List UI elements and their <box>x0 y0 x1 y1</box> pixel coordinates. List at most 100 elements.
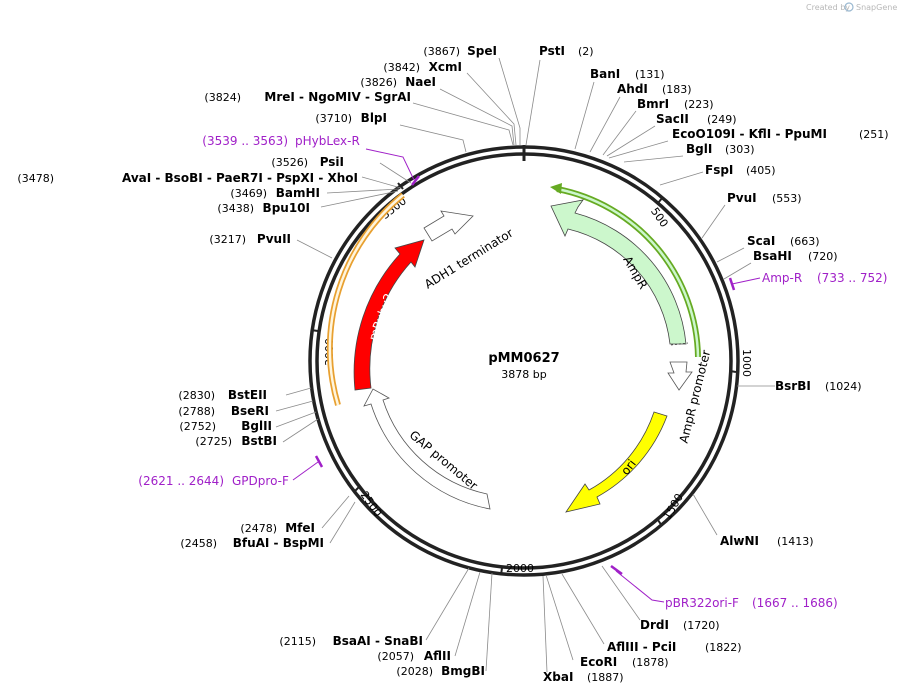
tick-label-2500: 2500 <box>358 489 385 519</box>
enzyme-pos: (303) <box>725 143 755 156</box>
enzyme-pos: (663) <box>790 235 820 248</box>
enzyme-name: SacII <box>656 112 689 126</box>
enzyme-name: FspI <box>705 163 733 177</box>
enzyme-name: AhdI <box>617 82 648 96</box>
enzyme-pos: (405) <box>746 164 776 177</box>
scale-ticks <box>310 182 737 576</box>
primer-range: (733 .. 752) <box>817 271 887 285</box>
enzyme-labels-left: (3867) SpeI (3842) XcmI (3826) NaeI (382… <box>17 44 497 678</box>
enzyme-pos: (3824) <box>204 91 241 104</box>
enzyme-name: NaeI <box>405 75 436 89</box>
enzyme-name: EcoRI <box>580 655 617 669</box>
enzyme-name: BglII <box>241 419 272 433</box>
enzyme-name: PvuII <box>257 232 291 246</box>
enzyme-name: BmgBI <box>441 664 485 678</box>
enzyme-pos: (3526) <box>271 156 308 169</box>
enzyme-name: BglI <box>686 142 712 156</box>
primer-name: GPDpro-F <box>232 474 289 488</box>
ampr-promoter-feature <box>667 361 693 391</box>
enzyme-pos: (183) <box>662 83 692 96</box>
enzyme-pos: (251) <box>859 128 889 141</box>
mruby2-feature <box>353 239 425 391</box>
enzyme-pos: (3867) <box>423 45 460 58</box>
primer-name: pBR322ori-F <box>665 596 739 610</box>
enzyme-pos: (2057) <box>377 650 414 663</box>
enzyme-name: BamHI <box>276 186 320 200</box>
enzyme-pos: (2) <box>578 45 594 58</box>
enzyme-pos: (249) <box>707 113 737 126</box>
enzyme-name: AvaI - BsoBI - PaeR7I - PspXI - XhoI <box>122 171 358 185</box>
adh1-terminator-feature <box>423 210 474 242</box>
enzyme-name: PvuI <box>727 191 757 205</box>
enzyme-pos: (2725) <box>195 435 232 448</box>
enzyme-leaders <box>275 57 775 673</box>
enzyme-name: BstEII <box>228 388 267 402</box>
ampr-site-arrowhead <box>550 183 562 194</box>
primer-labels: (3539 .. 3563) pHybLex-R Amp-R (733 .. 7… <box>138 134 887 610</box>
enzyme-pos: (2458) <box>180 537 217 550</box>
tick-label-500: 500 <box>648 205 671 230</box>
enzyme-pos: (223) <box>684 98 714 111</box>
enzyme-pos: (3438) <box>217 202 254 215</box>
enzyme-pos: (1413) <box>777 535 814 548</box>
enzyme-name: BanI <box>590 67 620 81</box>
enzyme-name: BsaAI - SnaBI <box>333 634 423 648</box>
enzyme-name: AlwNI <box>720 534 759 548</box>
enzyme-pos: (3469) <box>230 187 267 200</box>
enzyme-name: PsiI <box>320 155 344 169</box>
enzyme-name: EcoO109I - KflI - PpuMI <box>672 127 827 141</box>
enzyme-pos: (3217) <box>209 233 246 246</box>
credit-prefix: Created by <box>806 3 850 12</box>
enzyme-name: XbaI <box>543 670 573 684</box>
tick-label-1000: 1000 <box>740 349 753 377</box>
enzyme-pos: (1024) <box>825 380 862 393</box>
tick-label-2000: 2000 <box>506 562 534 575</box>
plasmid-name: pMM0627 <box>488 351 559 366</box>
enzyme-name: MfeI <box>285 521 315 535</box>
enzyme-name: AflII <box>424 649 451 663</box>
enzyme-name: BmrI <box>637 97 669 111</box>
enzyme-name: XcmI <box>429 60 462 74</box>
ampr-dashed-divider <box>670 342 689 346</box>
enzyme-pos: (2788) <box>178 405 215 418</box>
plasmid-length: 3878 bp <box>501 368 546 381</box>
snapgene-logo-icon <box>844 2 854 12</box>
enzyme-pos: (720) <box>808 250 838 263</box>
enzyme-name: BstBI <box>241 434 277 448</box>
credit-brand: SnapGene <box>856 3 897 12</box>
enzyme-pos: (553) <box>772 192 802 205</box>
enzyme-pos: (2830) <box>178 389 215 402</box>
enzyme-pos: (1822) <box>705 641 742 654</box>
enzyme-name: BfuAI - BspMI <box>233 536 324 550</box>
enzyme-name: ScaI <box>747 234 775 248</box>
enzyme-pos: (1878) <box>632 656 669 669</box>
ampr-site-arc-inner <box>556 187 700 358</box>
enzyme-pos: (2115) <box>279 635 316 648</box>
enzyme-name: BsrBI <box>775 379 811 393</box>
ampr-feature <box>550 199 687 345</box>
enzyme-name: Bpu10I <box>263 201 310 215</box>
enzyme-pos: (3842) <box>383 61 420 74</box>
enzyme-pos: (3710) <box>315 112 352 125</box>
enzyme-pos: (1887) <box>587 671 624 684</box>
enzyme-pos: (2478) <box>240 522 277 535</box>
primer-name: Amp-R <box>762 271 802 285</box>
enzyme-pos: (3826) <box>360 76 397 89</box>
ori-feature <box>565 411 668 513</box>
primer-range: (2621 .. 2644) <box>138 474 224 488</box>
primer-name: pHybLex-R <box>295 134 360 148</box>
enzyme-name: AflIII - PciI <box>607 640 676 654</box>
gap-promoter-feature <box>363 388 491 510</box>
primer-markers <box>292 148 761 603</box>
enzyme-name: DrdI <box>640 618 669 632</box>
primer-range: (3539 .. 3563) <box>202 134 288 148</box>
enzyme-name: BseRI <box>231 404 269 418</box>
enzyme-labels-right: PstI (2) BanI (131) AhdI (183) BmrI (223… <box>539 44 889 684</box>
enzyme-name: PstI <box>539 44 565 58</box>
enzyme-name: BlpI <box>361 111 387 125</box>
gap-site-arc-inner <box>328 194 404 406</box>
primer-range: (1667 .. 1686) <box>752 596 838 610</box>
enzyme-pos: (131) <box>635 68 665 81</box>
enzyme-pos: (2028) <box>396 665 433 678</box>
